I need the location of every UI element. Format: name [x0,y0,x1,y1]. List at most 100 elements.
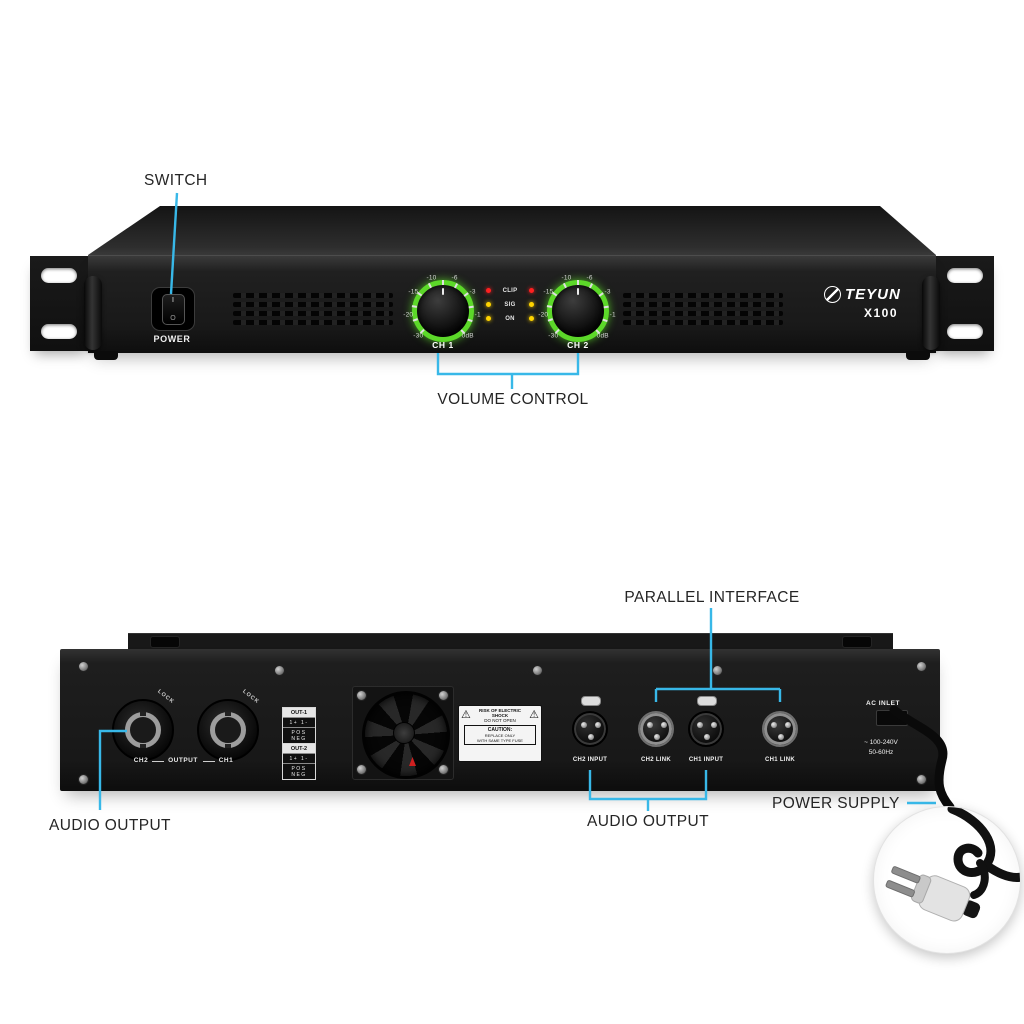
power-led-icon [486,316,491,321]
screw-icon [712,665,723,676]
signal-led-icon [529,302,534,307]
screw-icon [78,661,89,672]
spec-header: OUT-1 [283,708,315,717]
channel-label-ch2: CH 2 [567,340,589,350]
xlr-ch2-input [572,711,608,747]
led-indicators: CLIP SIG ON [486,286,534,328]
screw-icon [438,764,449,775]
handle-right [922,276,940,350]
ac-frequency: 50-60Hz [868,749,894,756]
screw-icon [356,764,367,775]
exclamation-warning-icon: ⚠ [529,709,539,721]
spec-row: 1+ 1- [283,753,315,763]
front-top-surface [88,206,936,255]
knob-indicator [442,288,444,295]
channel-label-ch1: CH 1 [432,340,454,350]
led-row-clip: CLIP [486,286,534,295]
knob-scale-label: -15 [408,288,419,296]
power-plug-illustration [885,807,1020,922]
chassis-foot [906,351,930,360]
chassis-foot [94,351,118,360]
rear-top-flange [128,633,893,652]
speakon-output-ch2: LOCK [112,689,176,761]
knob-scale-label: -10 [561,274,572,282]
lightning-warning-icon: ⚠ [461,709,471,721]
handle-left [84,276,102,350]
rack-slot [41,324,77,339]
speakon-label-ch2: CH2 [133,757,149,764]
speakon-label-ch1: CH1 [218,757,234,764]
caution-title: CAUTION: [487,727,513,733]
power-plug-photo [873,806,1021,954]
flange-slot [842,636,872,648]
knob-scale-label: -6 [451,274,458,282]
spec-row: POS NEG [283,763,315,779]
callout-volume-control: VOLUME CONTROL [437,391,589,408]
brand-block: TEYUN [824,286,901,303]
rack-ear-left [30,256,90,351]
rack-ear-right [934,256,994,351]
callout-switch: SWITCH [144,172,208,189]
xlr-ch1-input [688,711,724,747]
caution-line-2: WITH SAME TYPE FUSE [477,738,523,743]
output-spec-label-2: OUT-2 1+ 1- POS NEG [282,743,316,780]
led-label-on: ON [505,315,515,322]
knob-scale-label: -1 [474,311,481,319]
led-row-sig: SIG [486,300,534,309]
clip-led-icon [529,288,534,293]
screw-icon [438,690,449,701]
signal-led-icon [486,302,491,307]
fan-hub [393,722,415,744]
ac-voltage: ~ 100-240V [864,739,898,746]
knob-scale-label: -3 [604,288,611,296]
speakon-label-output: OUTPUT [168,757,198,764]
knob-scale-label: -20 [403,311,414,319]
divider [203,761,215,762]
screw-icon [916,774,927,785]
power-switch-rocker: I O [161,293,185,325]
screw-icon [274,665,285,676]
rack-slot [947,324,983,339]
knob-tick [442,280,444,285]
speakon-output-ch1: LOCK [197,689,261,761]
xlr-label-ch1-link: CH1 LINK [764,757,796,763]
speakon-socket [125,712,161,748]
knob-scale-label: -30 [413,332,424,340]
xlr-ch1-link [762,711,798,747]
switch-off-mark: O [170,314,176,322]
ac-inlet-label: AC INLET [866,700,900,707]
switch-on-mark: I [172,296,174,304]
warning-sticker: ⚠ RISK OF ELECTRIC SHOCK DO NOT OPEN ⚠ C… [458,705,542,762]
led-row-on: ON [486,314,534,323]
knob-tick [577,280,579,285]
callout-audio-output-left: AUDIO OUTPUT [49,817,171,834]
power-label: POWER [153,334,191,344]
power-switch: I O [151,287,195,331]
red-sticker [409,757,416,766]
rack-slot [947,268,983,283]
caution-box: CAUTION: REPLACE ONLY WITH SAME TYPE FUS… [464,725,536,745]
knob-scale-label: -20 [538,311,549,319]
knob-scale-label: -30 [548,332,559,340]
xlr-label-ch2-link: CH2 LINK [640,757,672,763]
output-spec-label-1: OUT-1 1+ 1- POS NEG [282,707,316,744]
knob-scale-label: -10 [426,274,437,282]
flange-slot [150,636,180,648]
rack-slot [41,268,77,283]
power-led-icon [528,316,534,321]
xlr-latch-badge [697,696,717,706]
knob-indicator [577,288,579,295]
brand-name: TEYUN [845,286,901,303]
clip-led-icon [486,288,491,293]
xlr-ch2-link [638,711,674,747]
callout-audio-output-center: AUDIO OUTPUT [587,813,709,830]
speakon-socket [210,712,246,748]
led-label-sig: SIG [504,301,516,308]
callout-parallel-interface: PARALLEL INTERFACE [624,589,800,606]
model-number: X100 [864,306,899,320]
warning-line-1: RISK OF ELECTRIC SHOCK [478,708,521,718]
spec-header: OUT-2 [283,744,315,753]
front-panel [88,255,936,353]
knob-scale-label: -15 [543,288,554,296]
vent-grille-left [233,293,393,327]
